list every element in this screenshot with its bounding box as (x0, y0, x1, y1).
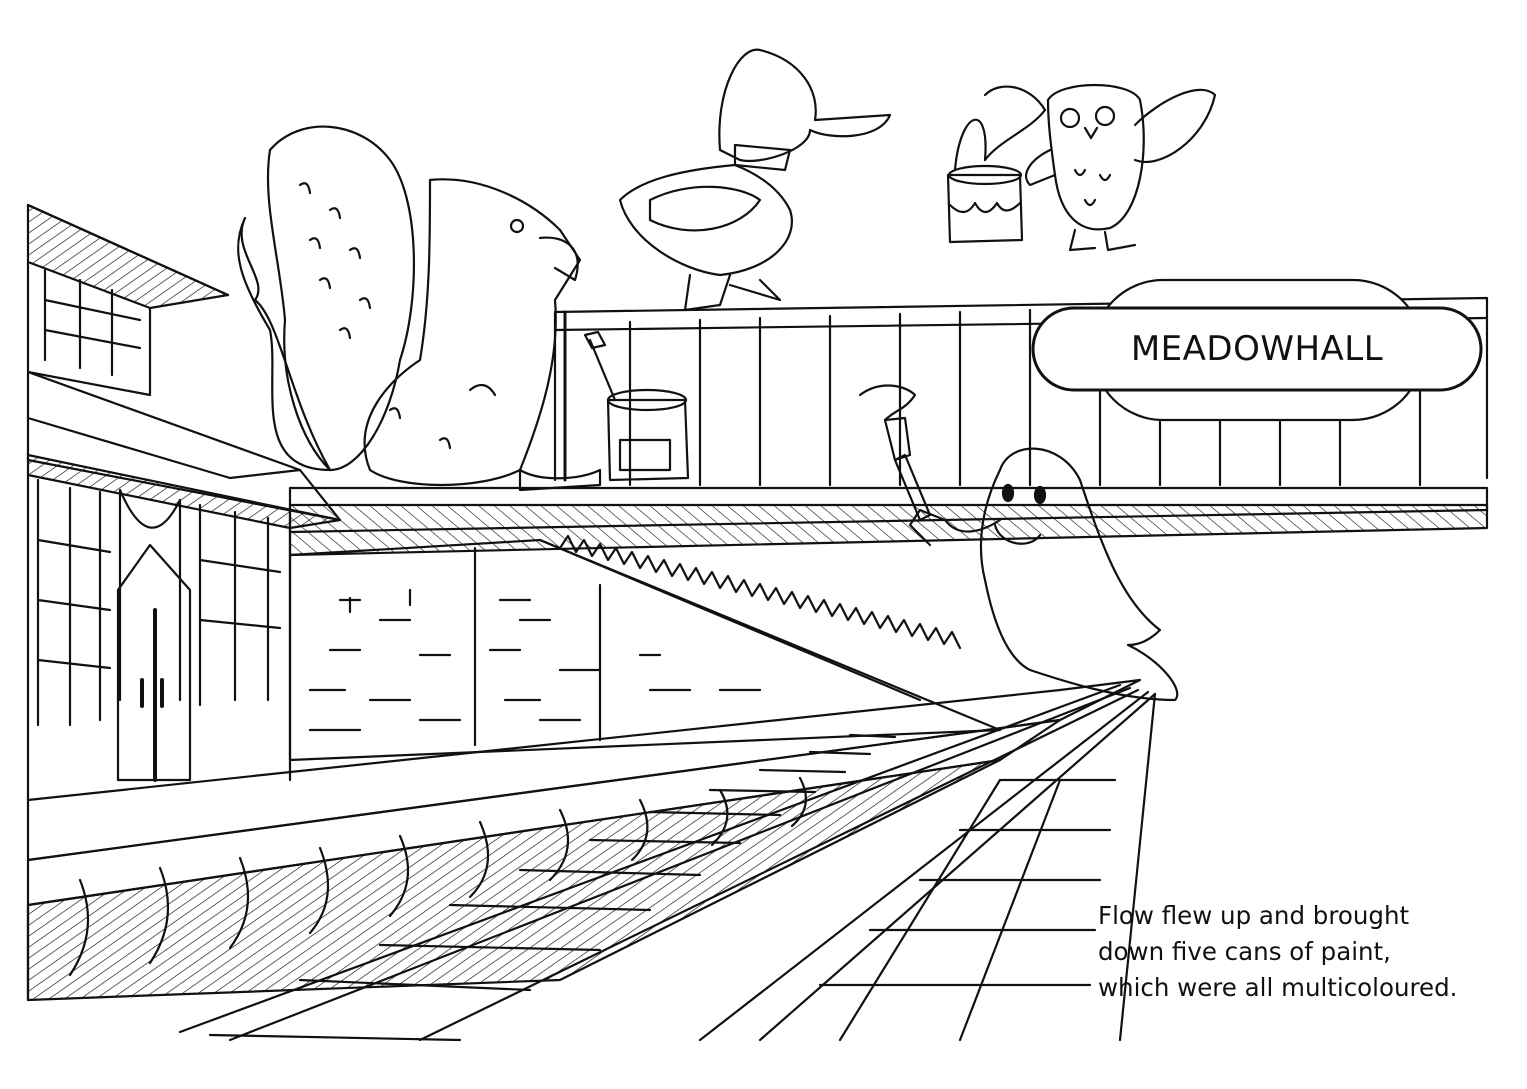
paint-can-icon (946, 85, 1047, 244)
griffin-icon (237, 125, 602, 492)
owl-icon (1025, 84, 1217, 252)
platform (26, 678, 1142, 1002)
caption-line-1: Flow flew up and brought (1098, 901, 1410, 930)
duck-icon (618, 48, 892, 312)
footbridge (288, 296, 1489, 557)
ghost-icon (858, 384, 1179, 702)
caption-line-3: which were all multicoloured. (1098, 973, 1458, 1002)
station-building (26, 203, 342, 802)
station-sign-frame (1031, 278, 1483, 422)
paint-can-icon (583, 330, 690, 482)
brick-wall (288, 534, 1002, 762)
railway-tracks (178, 683, 1157, 1042)
story-caption: Flow flew up and brought down five cans … (1098, 898, 1508, 1006)
caption-line-2: down five cans of paint, (1098, 937, 1391, 966)
